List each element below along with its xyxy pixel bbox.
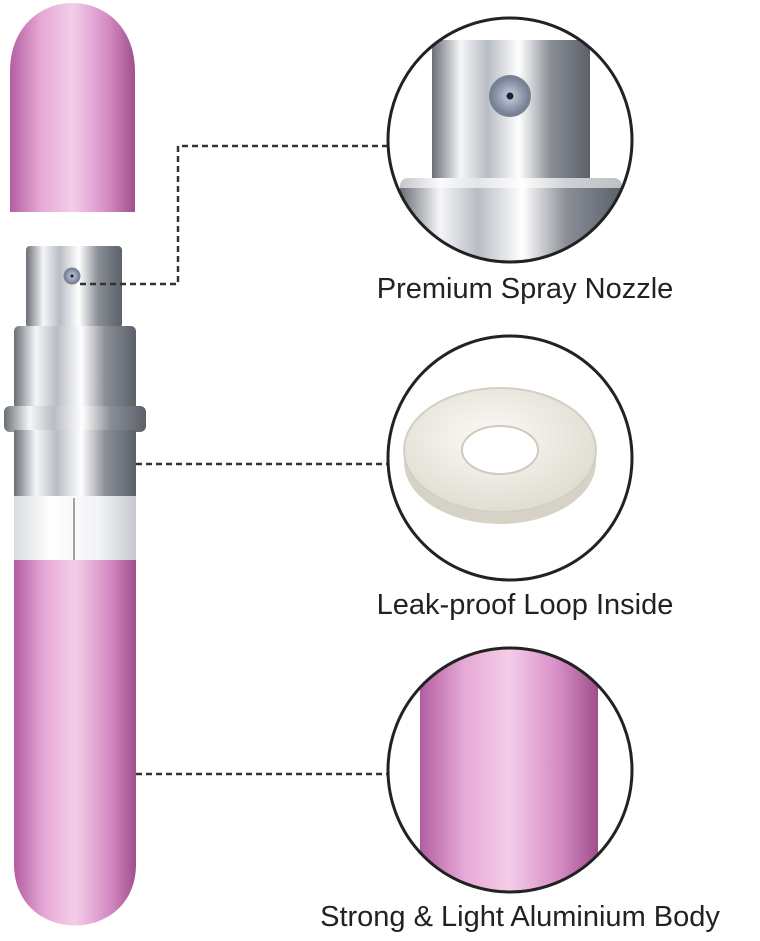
nozzle-leader-line: [80, 144, 388, 286]
leader-lines: [80, 144, 388, 776]
caption-spray-nozzle: Premium Spray Nozzle: [376, 273, 674, 305]
atomizer-bottle-icon: [4, 246, 146, 926]
spray-nozzle-closeup-icon: [386, 16, 634, 264]
caption-aluminium-body: Strong & Light Aluminium Body: [320, 901, 720, 933]
caption-leak-proof-loop: Leak-proof Loop Inside: [376, 589, 674, 621]
atomizer-cap-icon: [10, 3, 135, 212]
aluminium-body-closeup-icon: [386, 646, 634, 894]
leak-proof-washer-icon: [386, 334, 634, 582]
